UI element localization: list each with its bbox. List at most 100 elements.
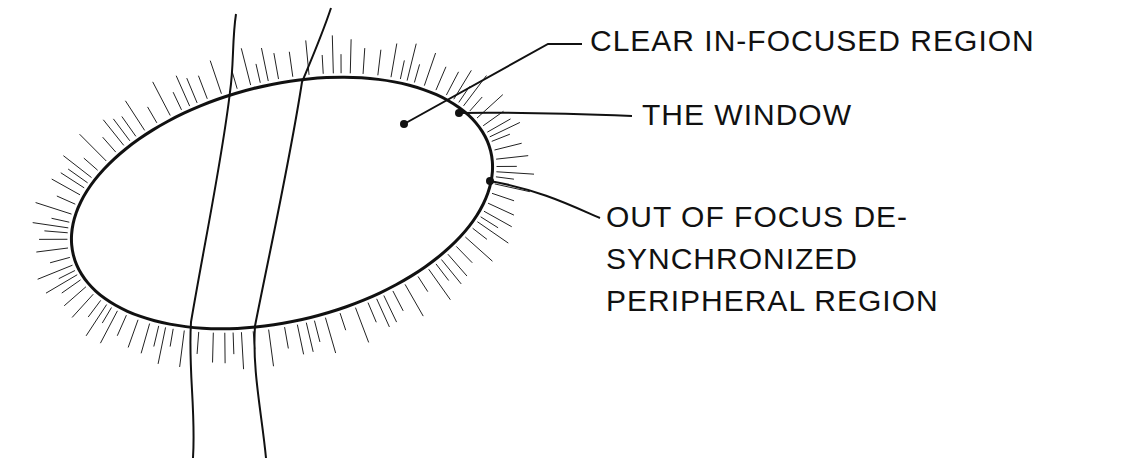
hairline (274, 53, 279, 79)
hairline (233, 333, 235, 355)
hairline (446, 72, 458, 95)
hairline (424, 53, 435, 86)
hairline (350, 39, 352, 73)
hairline (400, 60, 404, 79)
hairline (448, 254, 467, 276)
hairline (128, 320, 138, 348)
hairline (197, 332, 199, 354)
hairline (497, 166, 517, 167)
hairline (325, 318, 335, 353)
hairline (36, 203, 72, 215)
hairline (355, 308, 368, 343)
hairline (63, 156, 91, 178)
hairline (368, 303, 376, 323)
hairline (477, 222, 508, 243)
hairline (405, 284, 423, 316)
peripheral-hairlines (33, 35, 534, 369)
hairline (496, 156, 528, 160)
hairline (39, 239, 67, 240)
hairline (141, 324, 149, 354)
hairline (484, 211, 512, 227)
hairline (488, 203, 514, 215)
crossing-line (190, 14, 236, 458)
hairline (173, 92, 181, 110)
hairline (490, 122, 520, 136)
leader-lines (404, 44, 632, 218)
hairline (84, 158, 98, 170)
hairline (393, 291, 403, 311)
hairline (187, 78, 197, 103)
hairline (429, 269, 451, 299)
hairline (210, 61, 221, 94)
hairline (492, 134, 510, 141)
hairline (261, 48, 268, 81)
leader-dot (486, 177, 494, 185)
hairline (80, 134, 107, 161)
hairline (285, 327, 289, 348)
hairline (33, 223, 69, 228)
hairline (52, 179, 80, 195)
leader-dot (400, 120, 408, 128)
hairline (418, 276, 428, 291)
hairline (341, 54, 342, 73)
hairline (72, 294, 93, 317)
hairline (57, 196, 75, 204)
hairline (158, 327, 165, 364)
hairline (212, 333, 214, 363)
hairline (36, 248, 68, 252)
hairline (377, 299, 390, 327)
hairline (170, 329, 173, 347)
hairline (38, 265, 73, 279)
hairline (61, 173, 84, 188)
hairline (103, 120, 124, 146)
hairline (103, 137, 116, 152)
hairline (154, 326, 159, 347)
hairline (492, 193, 514, 200)
hairline (122, 116, 136, 136)
hairline (224, 333, 225, 363)
hairline (487, 119, 510, 132)
hairline (125, 101, 144, 131)
hairline (363, 48, 365, 74)
hairline (88, 300, 101, 317)
hairline (50, 257, 70, 262)
leader-dot (455, 109, 463, 117)
leader-line (490, 181, 600, 218)
region-label: CLEAR IN-FOCUSED REGION (590, 20, 1130, 62)
hairline (436, 67, 446, 90)
hairline (407, 44, 416, 81)
hairline (340, 313, 346, 330)
hairline (269, 330, 274, 367)
region-label: THE WINDOW (642, 94, 1042, 136)
hairline (414, 64, 419, 82)
hairline (52, 218, 70, 222)
hairline (436, 264, 449, 281)
hairline (241, 332, 243, 369)
hairline (322, 55, 323, 74)
hairline (332, 35, 333, 73)
hairline (441, 260, 461, 284)
hairline (289, 52, 293, 77)
hairline (44, 231, 67, 233)
hairline (297, 325, 303, 355)
hairline (494, 143, 521, 150)
hairline (86, 305, 107, 336)
hairline (465, 237, 492, 261)
hairline (496, 172, 534, 174)
hairline (306, 323, 313, 352)
hairline (148, 107, 157, 123)
hairline (153, 82, 171, 116)
leader-line (459, 113, 632, 116)
hairline (198, 76, 207, 99)
window-outline (71, 77, 492, 329)
hairline (256, 64, 260, 83)
hairline (314, 321, 319, 342)
hairline (59, 271, 75, 279)
hairline (496, 177, 514, 179)
hairline (180, 330, 185, 366)
hairline (241, 48, 250, 85)
hairline (473, 228, 487, 239)
hairline (378, 50, 381, 76)
hairline (117, 315, 126, 336)
